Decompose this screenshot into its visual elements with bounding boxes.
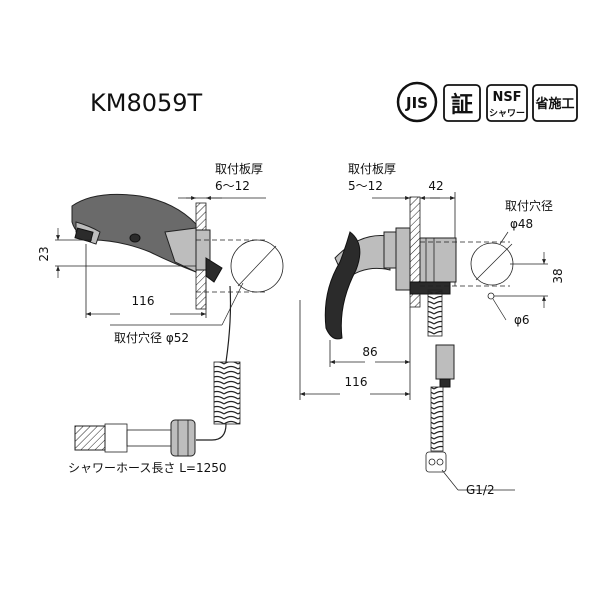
left-hole-leader — [221, 282, 244, 326]
sho-badge-text: 証 — [451, 92, 473, 118]
right-dim-42: 42 — [428, 179, 443, 193]
left-plate-value: 6～12 — [215, 179, 250, 193]
sho-badge: 証 — [443, 84, 481, 122]
right-plate-label: 取付板厚 — [348, 162, 396, 176]
right-lever-handle — [324, 231, 361, 340]
left-hose-connector — [74, 419, 196, 457]
left-side-view: 取付板厚 6～12 23 116 取付穴径 φ — [37, 162, 284, 475]
right-hole-value: φ48 — [510, 217, 533, 231]
right-flange-left — [395, 227, 411, 291]
left-button-icon — [129, 233, 141, 243]
left-hole-label: 取付穴径 φ52 — [114, 330, 189, 345]
right-dim-116: 116 — [345, 375, 368, 389]
nsf-badge-bottom: シャワー — [489, 108, 525, 119]
right-dim-38: 38 — [551, 268, 565, 283]
left-dim-116: 116 — [132, 294, 155, 308]
nsf-badge: NSF シャワー — [486, 84, 528, 122]
shosekou-badge: 省施工 — [532, 84, 578, 122]
right-plate-value: 5～12 — [348, 179, 383, 193]
hose-length-label: シャワーホース長さ L=1250 — [68, 461, 227, 475]
model-number: KM8059T — [90, 89, 203, 117]
right-hole-diag — [475, 243, 513, 281]
thread-label: G1/2 — [466, 483, 495, 497]
right-side-view: 取付板厚 5～12 42 取付穴径 φ48 38 — [299, 162, 565, 497]
right-rear-body — [419, 237, 457, 283]
left-hose-upper — [225, 285, 232, 363]
left-hose-coil — [213, 361, 241, 425]
left-plate-label: 取付板厚 — [215, 162, 263, 176]
right-small-hole-icon — [487, 292, 495, 300]
certification-badges: JIS 証 NSF シャワー 省施工 — [396, 81, 578, 123]
left-hose-lower — [196, 423, 227, 441]
thread-leader — [441, 469, 459, 491]
right-supply-hose — [425, 289, 455, 473]
left-dim-23: 23 — [37, 246, 51, 261]
jis-mark-text: JIS — [405, 94, 428, 112]
right-dim-phi6: φ6 — [514, 313, 530, 327]
shosekou-badge-text: 省施工 — [534, 96, 574, 112]
left-hole-diag — [237, 245, 277, 287]
left-hole-circle — [230, 239, 284, 293]
left-body-lower — [164, 227, 197, 273]
jis-mark-icon: JIS — [396, 81, 438, 123]
nsf-badge-top: NSF — [492, 90, 521, 105]
right-hole-label: 取付穴径 — [505, 198, 553, 213]
right-dim-86: 86 — [362, 345, 377, 359]
left-nut-icon — [205, 257, 223, 283]
